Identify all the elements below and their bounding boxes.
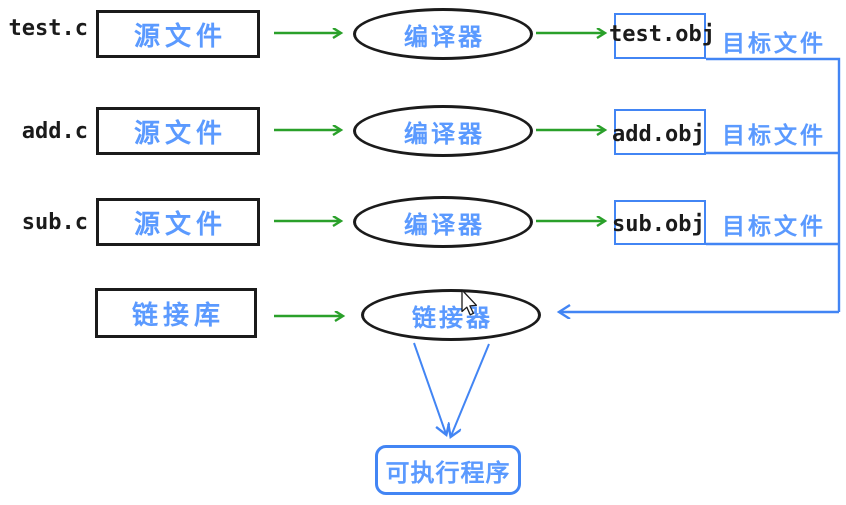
link-library-box: 链接库 [95, 288, 257, 338]
target-file-label: 目标文件 [722, 30, 826, 56]
compiler-node: 编译器 [353, 196, 533, 248]
compiler-node-label: 编译器 [404, 23, 485, 51]
object-file-box [614, 200, 706, 245]
object-file-box [614, 13, 706, 59]
executable-program-box: 可执行程序 [375, 445, 521, 495]
executable-program-label: 可执行程序 [385, 459, 511, 487]
target-file-label: 目标文件 [722, 213, 826, 239]
source-file-box-label: 源文件 [133, 20, 227, 51]
linker-node-label: 链接器 [412, 304, 493, 332]
object-file-name: sub.obj [612, 212, 705, 237]
arrow-linker-to-executable-right [451, 343, 490, 436]
source-file-name: add.c [21, 119, 88, 144]
source-file-box: 源文件 [96, 107, 260, 155]
arrow-linker-to-executable-left [413, 342, 446, 434]
source-file-box-label: 源文件 [133, 117, 227, 148]
compiler-node-label: 编译器 [404, 120, 485, 148]
compiler-node: 编译器 [353, 105, 533, 157]
compiler-node-label: 编译器 [404, 211, 485, 239]
source-file-box: 源文件 [96, 10, 260, 58]
source-file-name: test.c [8, 16, 88, 41]
source-file-box-label: 源文件 [133, 208, 227, 239]
source-file-name: sub.c [21, 210, 88, 235]
target-file-label: 目标文件 [722, 122, 826, 148]
linker-node: 链接器 [361, 289, 541, 341]
link-library-label: 链接库 [131, 299, 225, 330]
object-file-box [614, 109, 706, 155]
object-file-name: add.obj [612, 122, 705, 147]
object-file-name: test.obj [609, 22, 715, 47]
compiler-node: 编译器 [353, 8, 533, 60]
connector-obj1-to-bus [706, 57, 841, 312]
source-file-box: 源文件 [96, 198, 260, 246]
